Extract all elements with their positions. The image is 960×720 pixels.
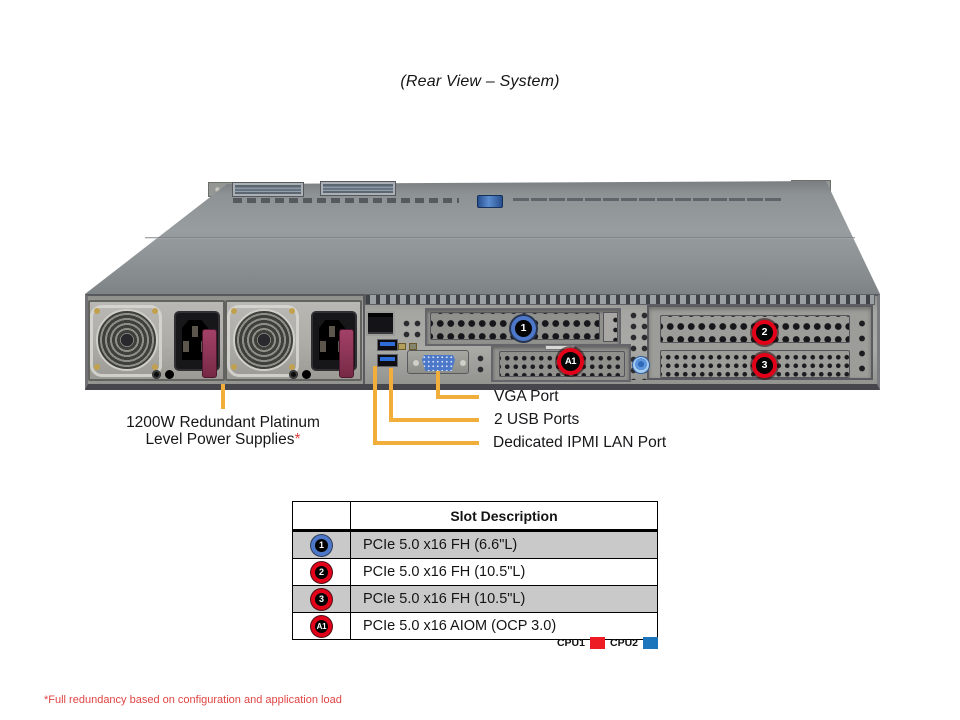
ipmi-lan-port — [366, 311, 395, 336]
table-row-slot3: 3 PCIe 5.0 x16 FH (10.5"L) — [292, 585, 658, 613]
psu-fan-grille — [96, 309, 158, 371]
bay-vent-column — [852, 313, 866, 375]
table-header-slot-description: Slot Description — [350, 501, 658, 532]
server-rear-illustration: 1 2 3 A1 — [85, 178, 880, 390]
power-cord-retention-clip — [202, 329, 217, 378]
slot-marker-a1: A1 — [557, 348, 584, 375]
callout-label-vga: VGA Port — [494, 388, 559, 405]
slot-badge-1: 1 — [311, 534, 332, 556]
slot-badge-3: 3 — [311, 588, 332, 610]
psu-status-led — [289, 370, 298, 379]
psu-screws — [231, 308, 237, 314]
psu-handle — [90, 305, 162, 377]
slot-badge-a1: A1 — [311, 615, 332, 637]
top-vent-strip-left — [233, 198, 459, 203]
slot-description-cell: PCIe 5.0 x16 FH (6.6"L) — [350, 530, 658, 559]
power-supply-module-1 — [88, 300, 225, 381]
slot-marker-2: 2 — [752, 320, 777, 345]
footnote: *Full redundancy based on configuration … — [44, 694, 342, 706]
callout-label-ipmi: Dedicated IPMI LAN Port — [493, 434, 667, 451]
psu-label-asterisk: * — [294, 431, 301, 448]
table-corner-cell — [292, 501, 351, 532]
slot-badge-cell: 3 — [292, 585, 351, 613]
slot1-end-tab — [603, 312, 618, 342]
callout-line-usb — [389, 368, 393, 422]
psu-screws — [94, 308, 100, 314]
callout-line-ipmi — [373, 366, 377, 445]
cpu-legend: CPU1 CPU2 — [557, 637, 658, 649]
legend-cpu2-swatch — [643, 637, 658, 649]
slot-badge-cell: 1 — [292, 530, 351, 559]
psu-handle — [227, 305, 299, 377]
usb-port-2 — [377, 354, 398, 367]
uid-button — [632, 356, 650, 374]
usb-port-1 — [377, 339, 398, 351]
table-header-row: Slot Description — [292, 501, 658, 532]
vga-port — [407, 350, 469, 374]
slot-description-cell: PCIe 5.0 x16 FH (10.5"L) — [350, 558, 658, 586]
callout-line-usb — [389, 418, 479, 422]
table-row-slot2: 2 PCIe 5.0 x16 FH (10.5"L) — [292, 558, 658, 586]
callout-line-psu — [221, 384, 225, 409]
callout-label-usb: 2 USB Ports — [494, 411, 580, 428]
aiom-pull-tab — [545, 345, 575, 350]
legend-cpu2-label: CPU2 — [609, 637, 638, 649]
rear-vent-strip — [365, 294, 875, 305]
slot-description-cell: PCIe 5.0 x16 AIOM (OCP 3.0) — [350, 612, 658, 640]
page-title: (Rear View – System) — [400, 73, 560, 90]
callout-line-vga — [436, 371, 440, 399]
power-supply-module-2 — [225, 300, 362, 381]
io-vent-grid — [473, 351, 487, 373]
psu-label-line1: 1200W Redundant Platinum — [126, 414, 320, 431]
legend-cpu1-label: CPU1 — [556, 637, 585, 649]
vga-screws — [413, 360, 419, 366]
psu-fan-grille — [233, 309, 295, 371]
cover-release-latch — [477, 195, 503, 208]
io-led-block — [409, 343, 417, 350]
slot-badge-cell: 2 — [292, 558, 351, 586]
top-vent-strip-right — [513, 198, 781, 201]
callout-line-vga — [436, 395, 479, 399]
vga-connector — [422, 355, 455, 371]
slot-marker-1: 1 — [511, 316, 536, 341]
table-row-slot-a1: A1 PCIe 5.0 x16 AIOM (OCP 3.0) — [292, 612, 658, 640]
slot-badge-2: 2 — [311, 561, 332, 583]
aiom-slot-opening — [491, 344, 631, 382]
power-cord-retention-clip — [339, 329, 354, 378]
table-row-slot1: 1 PCIe 5.0 x16 FH (6.6"L) — [292, 530, 658, 559]
callout-label-psu: 1200W Redundant Platinum Level Power Sup… — [103, 414, 343, 448]
psu-status-led — [152, 370, 161, 379]
psu-label-line2: Level Power Supplies — [145, 431, 295, 448]
legend-cpu1-swatch — [589, 637, 605, 649]
io-vent-grid — [399, 316, 421, 342]
slot-badge-cell: A1 — [292, 612, 351, 640]
slot-marker-3: 3 — [752, 353, 777, 378]
service-label-1 — [233, 183, 303, 196]
io-area-divider — [363, 296, 365, 384]
io-led-block — [398, 343, 406, 350]
slot-description-table: Slot Description 1 PCIe 5.0 x16 FH (6.6"… — [292, 501, 658, 640]
slot-description-cell: PCIe 5.0 x16 FH (10.5"L) — [350, 585, 658, 613]
callout-line-ipmi — [373, 441, 479, 445]
service-label-2 — [321, 182, 395, 195]
cover-seam-line — [145, 237, 855, 239]
